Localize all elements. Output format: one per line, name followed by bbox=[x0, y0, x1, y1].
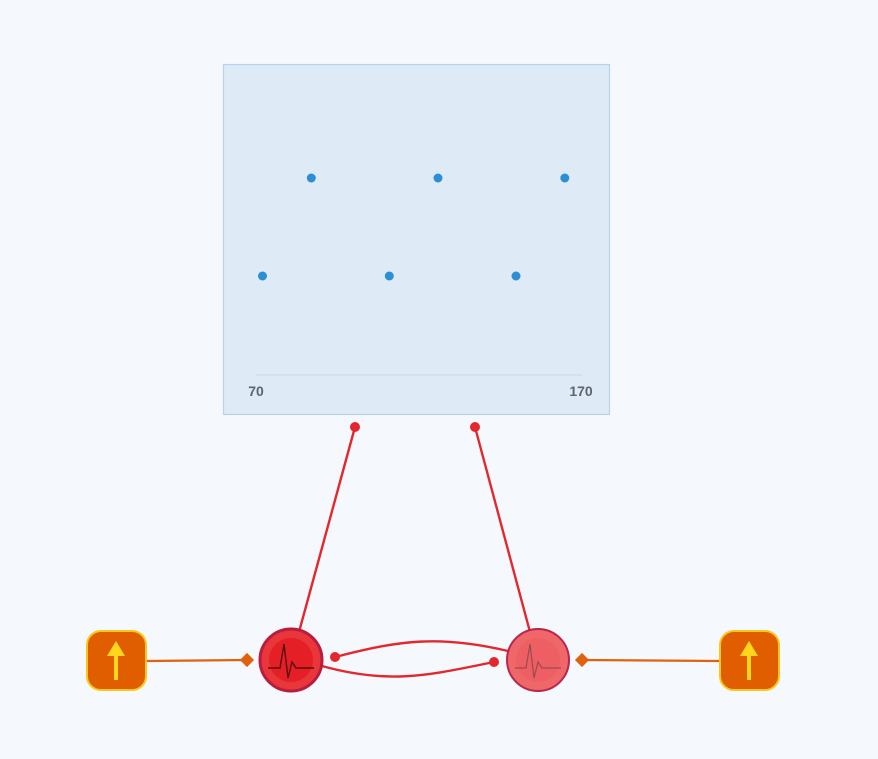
connector-diamond-right[interactable] bbox=[574, 652, 590, 668]
arrow-up-icon bbox=[107, 641, 125, 680]
scatter-point-1 bbox=[306, 173, 316, 183]
scatter-panel[interactable]: 70 170 bbox=[222, 63, 611, 416]
heartbeat-icon bbox=[268, 643, 314, 679]
scatter-points bbox=[258, 173, 570, 281]
wire-pulse-left-to-right bbox=[321, 660, 495, 678]
pulse-node-left[interactable] bbox=[258, 627, 324, 693]
pulse-right-port[interactable] bbox=[489, 657, 499, 667]
pulse-left-port[interactable] bbox=[330, 652, 340, 662]
wire-input-left-to-pulse-left bbox=[146, 658, 248, 663]
scatter-point-4 bbox=[511, 271, 521, 281]
wire-input-right-to-pulse-right bbox=[581, 658, 721, 663]
scatter-point-5 bbox=[560, 173, 570, 183]
wire-panel-to-pulse-left bbox=[297, 426, 357, 633]
wire-panel-to-pulse-right bbox=[473, 426, 532, 633]
arrow-up-icon bbox=[740, 641, 758, 680]
scatter-point-2 bbox=[384, 271, 394, 281]
panel-background bbox=[222, 63, 611, 416]
connector-diamond-left[interactable] bbox=[239, 652, 255, 668]
input-node-left[interactable] bbox=[86, 630, 147, 691]
panel-port-left[interactable] bbox=[350, 422, 360, 432]
input-node-right[interactable] bbox=[719, 630, 780, 691]
scatter-point-0 bbox=[258, 271, 267, 281]
wire-pulse-right-to-left bbox=[334, 640, 509, 659]
pulse-node-right[interactable] bbox=[506, 628, 570, 692]
scatter-point-3 bbox=[433, 173, 443, 183]
panel-port-right[interactable] bbox=[470, 422, 480, 432]
heartbeat-icon bbox=[515, 643, 561, 679]
x-tick-label-0: 70 bbox=[248, 383, 264, 399]
x-tick-label-1: 170 bbox=[569, 383, 593, 399]
